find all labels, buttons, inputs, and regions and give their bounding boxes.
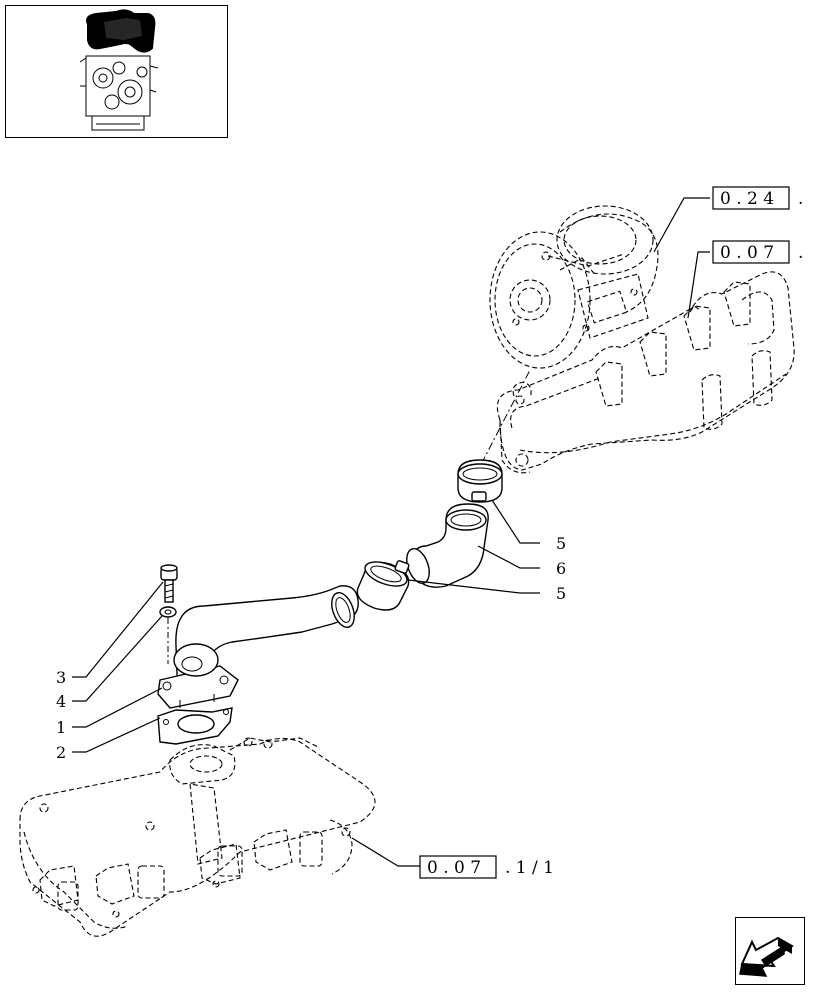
back-arrow-icon bbox=[739, 936, 794, 977]
lower-manifold-phantom bbox=[19, 737, 376, 937]
callout-6: 6 bbox=[556, 559, 566, 578]
ref-lower-manifold[interactable]: 0 . 0 7 . 1 / 1 bbox=[419, 855, 554, 879]
callout-1: 1 bbox=[56, 718, 66, 737]
engine-thumbnail-frame bbox=[5, 5, 228, 138]
ref-lower-manifold-tail: . 1 / 1 bbox=[505, 858, 554, 878]
ref-turbo-tail: . bbox=[798, 189, 803, 209]
ref-upper-manifold-tail: . bbox=[798, 243, 803, 263]
exhaust-pipe bbox=[157, 585, 359, 709]
gasket bbox=[157, 707, 233, 745]
bolt bbox=[160, 564, 178, 603]
clamp-lower bbox=[356, 560, 410, 611]
callout-2: 2 bbox=[56, 743, 66, 762]
hose-elbow bbox=[406, 503, 489, 588]
callout-5-lower: 5 bbox=[556, 584, 566, 603]
upper-manifold-phantom bbox=[496, 271, 795, 474]
engine-thumbnail-icon bbox=[79, 9, 159, 131]
callout-4: 4 bbox=[56, 692, 66, 711]
clamp-upper bbox=[457, 459, 503, 503]
ref-upper-manifold[interactable]: 0 . 0 7 . bbox=[712, 240, 803, 264]
ref-turbo[interactable]: 0 . 2 4 . bbox=[712, 186, 803, 210]
ref-upper-manifold-code: 0 . 0 7 bbox=[720, 243, 774, 263]
callout-5-upper: 5 bbox=[556, 534, 566, 553]
back-nav-button[interactable] bbox=[735, 917, 805, 985]
ref-turbo-code: 0 . 2 4 bbox=[720, 189, 774, 209]
washer bbox=[159, 606, 177, 618]
callout-3: 3 bbox=[56, 668, 66, 687]
ref-lower-manifold-code: 0 . 0 7 bbox=[427, 858, 481, 878]
turbocharger-phantom bbox=[489, 205, 659, 369]
leader-lines bbox=[72, 197, 710, 867]
